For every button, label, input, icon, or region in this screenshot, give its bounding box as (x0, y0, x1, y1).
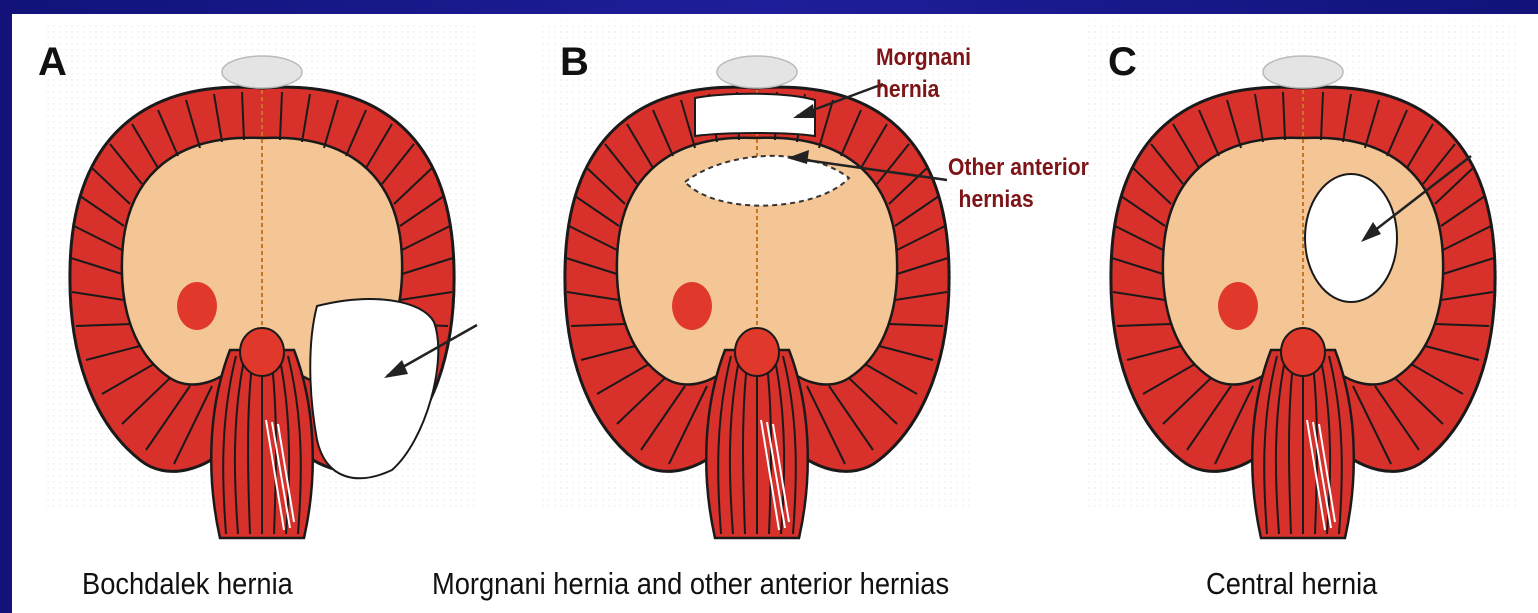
morgnani-callout-line2: hernia (876, 74, 971, 106)
morgnani-callout-line1: Morgnani (876, 42, 971, 74)
panel-letter-b: B (560, 40, 589, 85)
anterior-callout-line1: Other anterior (948, 152, 1089, 184)
panel-letter-a: A (38, 40, 67, 85)
caption-a: Bochdalek hernia (82, 566, 293, 602)
anterior-callout-line2: hernias (959, 184, 1089, 216)
caption-c: Central hernia (1206, 566, 1377, 602)
diagram-c-central (1088, 20, 1518, 538)
central-defect (1305, 174, 1397, 302)
panel-letter-c: C (1108, 40, 1137, 85)
morgnani-callout: Morgnani hernia (876, 42, 971, 106)
anterior-callout: Other anterior hernias (948, 152, 1089, 216)
caption-b: Morgnani hernia and other anterior herni… (432, 566, 949, 602)
diagram-a-bochdalek (47, 20, 477, 538)
